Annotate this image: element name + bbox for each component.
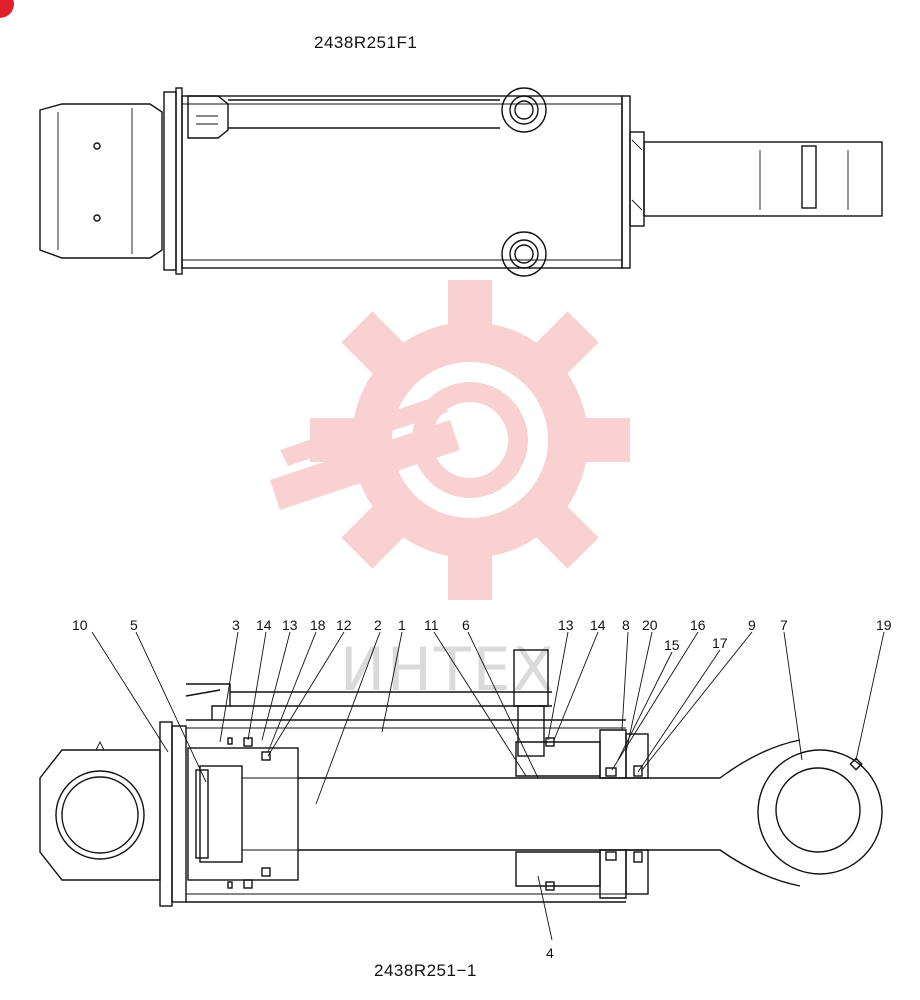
callout-20: 20 bbox=[642, 617, 658, 633]
callout-13b: 13 bbox=[558, 617, 574, 633]
callout-labels: 10 5 3 14 13 18 12 2 1 11 6 13 14 8 20 1… bbox=[72, 617, 892, 961]
callout-9: 9 bbox=[748, 617, 756, 633]
callout-14b: 14 bbox=[590, 617, 606, 633]
callout-8: 8 bbox=[622, 617, 630, 633]
top-view bbox=[39, 87, 883, 277]
callout-19: 19 bbox=[876, 617, 892, 633]
watermark-logo bbox=[270, 280, 630, 600]
section-view-title: 2438R251−1 bbox=[374, 961, 477, 980]
watermark-text: ИНТЕХ bbox=[340, 635, 556, 705]
section-view bbox=[39, 649, 883, 907]
callout-4: 4 bbox=[546, 945, 554, 961]
callout-10: 10 bbox=[72, 617, 88, 633]
callout-5: 5 bbox=[130, 617, 138, 633]
callout-2: 2 bbox=[374, 617, 382, 633]
callout-15: 15 bbox=[664, 637, 680, 653]
top-view-title: 2438R251F1 bbox=[314, 33, 417, 52]
callout-12: 12 bbox=[336, 617, 352, 633]
corner-mark bbox=[0, 0, 14, 18]
callout-17: 17 bbox=[712, 635, 728, 651]
callout-3: 3 bbox=[232, 617, 240, 633]
callout-14: 14 bbox=[256, 617, 272, 633]
callout-16: 16 bbox=[690, 617, 706, 633]
callout-1: 1 bbox=[398, 617, 406, 633]
callout-7: 7 bbox=[780, 617, 788, 633]
callout-11: 11 bbox=[424, 617, 439, 633]
leader-lines bbox=[91, 631, 885, 941]
callout-13: 13 bbox=[282, 617, 298, 633]
callout-6: 6 bbox=[462, 617, 470, 633]
callout-18: 18 bbox=[310, 617, 326, 633]
